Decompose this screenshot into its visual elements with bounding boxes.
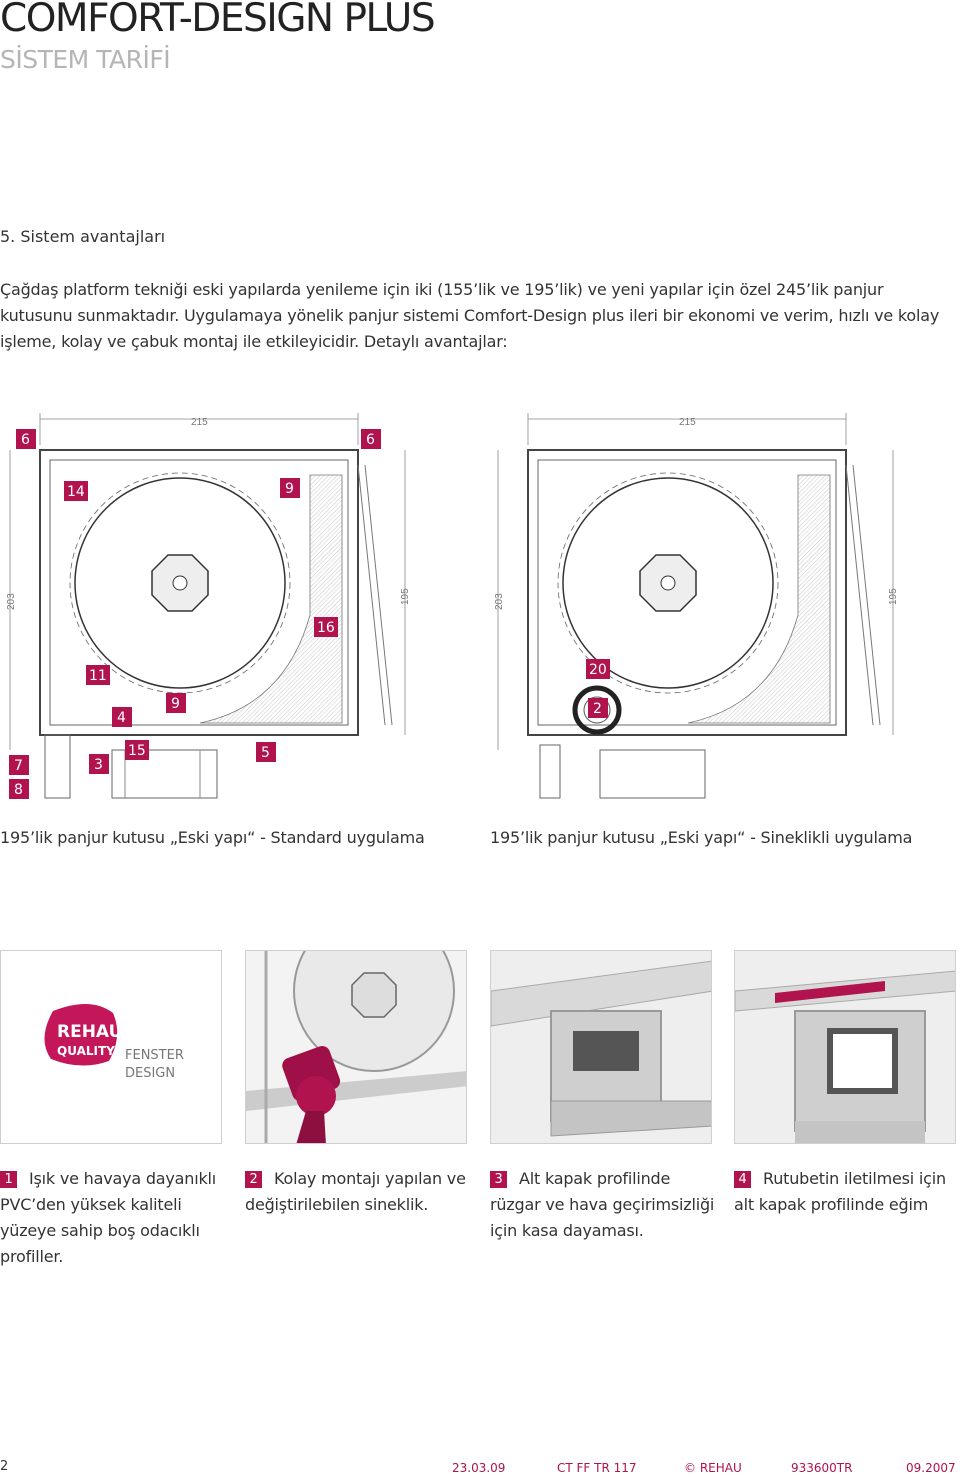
marker-16: 16	[314, 617, 338, 637]
marker-5: 5	[256, 742, 276, 762]
marker-11: 11	[86, 665, 110, 685]
svg-text:4: 4	[117, 710, 126, 726]
footer-copyright: © REHAU	[684, 1461, 742, 1475]
svg-text:REHAU: REHAU	[57, 1022, 122, 1042]
feature-number: 4	[734, 1171, 751, 1188]
dim-height-inner: 195	[888, 588, 899, 605]
caption-standard: 195’lik panjur kutusu „Eski yapı“ - Stan…	[0, 828, 425, 847]
svg-text:15: 15	[128, 743, 146, 759]
feature-number: 1	[0, 1171, 17, 1188]
intro-paragraph: Çağdaş platform tekniği eski yapılarda y…	[0, 280, 940, 351]
feature-number: 3	[490, 1171, 507, 1188]
footer-doc-number: 933600TR	[791, 1461, 853, 1475]
svg-text:2: 2	[593, 701, 602, 717]
document-subtitle: SİSTEM TARİFİ	[0, 45, 171, 74]
footer-edition: 09.2007	[906, 1461, 956, 1475]
svg-text:9: 9	[285, 481, 294, 497]
insect-screen-photo	[245, 950, 467, 1144]
dim-width: 215	[679, 417, 696, 428]
svg-text:QUALITY: QUALITY	[57, 1044, 115, 1058]
marker-7: 7	[9, 755, 29, 775]
technical-drawing-insect-screen: 215 203 195 20 2	[494, 413, 899, 799]
marker-6-left: 6	[16, 429, 36, 449]
svg-text:8: 8	[14, 782, 23, 798]
document-title: COMFORT-DESIGN PLUS	[0, 0, 436, 41]
section-heading: 5. Sistem avantajları	[0, 227, 166, 246]
rehau-quality-logo: REHAU QUALITY FENSTER DESIGN	[0, 950, 222, 1144]
svg-text:9: 9	[171, 696, 180, 712]
svg-text:DESIGN: DESIGN	[125, 1066, 175, 1081]
dim-height-outer: 203	[494, 593, 505, 610]
footer-code: CT FF TR 117	[557, 1461, 637, 1475]
svg-text:7: 7	[14, 758, 23, 774]
feature-text: Alt kapak profilinde rüzgar ve hava geçi…	[490, 1169, 715, 1240]
svg-text:3: 3	[94, 757, 103, 773]
svg-text:14: 14	[67, 484, 85, 500]
footer-date: 23.03.09	[452, 1461, 506, 1475]
marker-8: 8	[9, 779, 29, 799]
dim-height-outer: 203	[6, 593, 17, 610]
svg-text:11: 11	[89, 668, 107, 684]
svg-text:20: 20	[589, 662, 607, 678]
dim-width: 215	[191, 417, 208, 428]
marker-15: 15	[125, 740, 149, 760]
marker-3: 3	[89, 754, 109, 774]
svg-text:6: 6	[366, 432, 375, 448]
lower-profile-photo	[490, 950, 712, 1144]
marker-4: 4	[112, 707, 132, 727]
dim-height-inner: 195	[400, 588, 411, 605]
feature-text: Rutubetin iletilmesi için alt kapak prof…	[734, 1169, 946, 1214]
svg-text:16: 16	[317, 620, 335, 636]
marker-2: 2	[588, 698, 608, 718]
technical-drawing-standard: 215 203 195 6 6 14 9 16 11 9 4 15 5 3 7 …	[6, 413, 411, 799]
caption-insect-screen: 195’lik panjur kutusu „Eski yapı“ - Sine…	[490, 828, 913, 847]
marker-6-right: 6	[361, 429, 381, 449]
feature-number: 2	[245, 1171, 262, 1188]
svg-text:6: 6	[21, 432, 30, 448]
feature-text: Işık ve havaya dayanıklı PVC’den yüksek …	[0, 1169, 217, 1266]
marker-14: 14	[64, 481, 88, 501]
marker-9-bottom: 9	[166, 693, 186, 713]
feature-text: Kolay montajı yapılan ve değiştirilebile…	[245, 1169, 466, 1214]
marker-9-top: 9	[280, 478, 300, 498]
page-number: 2	[0, 1459, 9, 1474]
marker-20: 20	[586, 659, 610, 679]
svg-text:FENSTER: FENSTER	[125, 1048, 184, 1063]
sloped-profile-photo	[734, 950, 956, 1144]
svg-text:5: 5	[261, 745, 270, 761]
